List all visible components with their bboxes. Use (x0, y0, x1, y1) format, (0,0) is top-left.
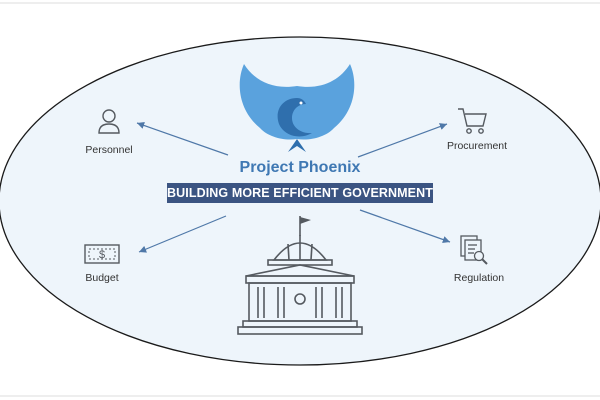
node-label-regulation: Regulation (453, 272, 505, 284)
dollar-bill-icon: $ (84, 244, 120, 264)
arrow-to-personnel (136, 121, 229, 156)
document-magnifier-icon (460, 235, 488, 265)
arrow-to-procurement (357, 123, 448, 158)
shopping-cart-icon (458, 108, 487, 134)
diagram-subtitle-banner: BUILDING MORE EFFICIENT GOVERNMENT (167, 183, 433, 203)
person-icon (98, 109, 120, 134)
node-label-procurement: Procurement (446, 140, 508, 152)
arrow-to-budget (138, 215, 227, 253)
node-label-budget: Budget (85, 272, 119, 284)
capitol-building-icon (237, 216, 363, 335)
arrow-to-regulation (359, 209, 451, 243)
node-label-personnel: Personnel (85, 144, 133, 156)
phoenix-logo-icon (239, 64, 355, 152)
diagram-title: Project Phoenix (239, 159, 361, 176)
svg-text:$: $ (99, 249, 105, 261)
